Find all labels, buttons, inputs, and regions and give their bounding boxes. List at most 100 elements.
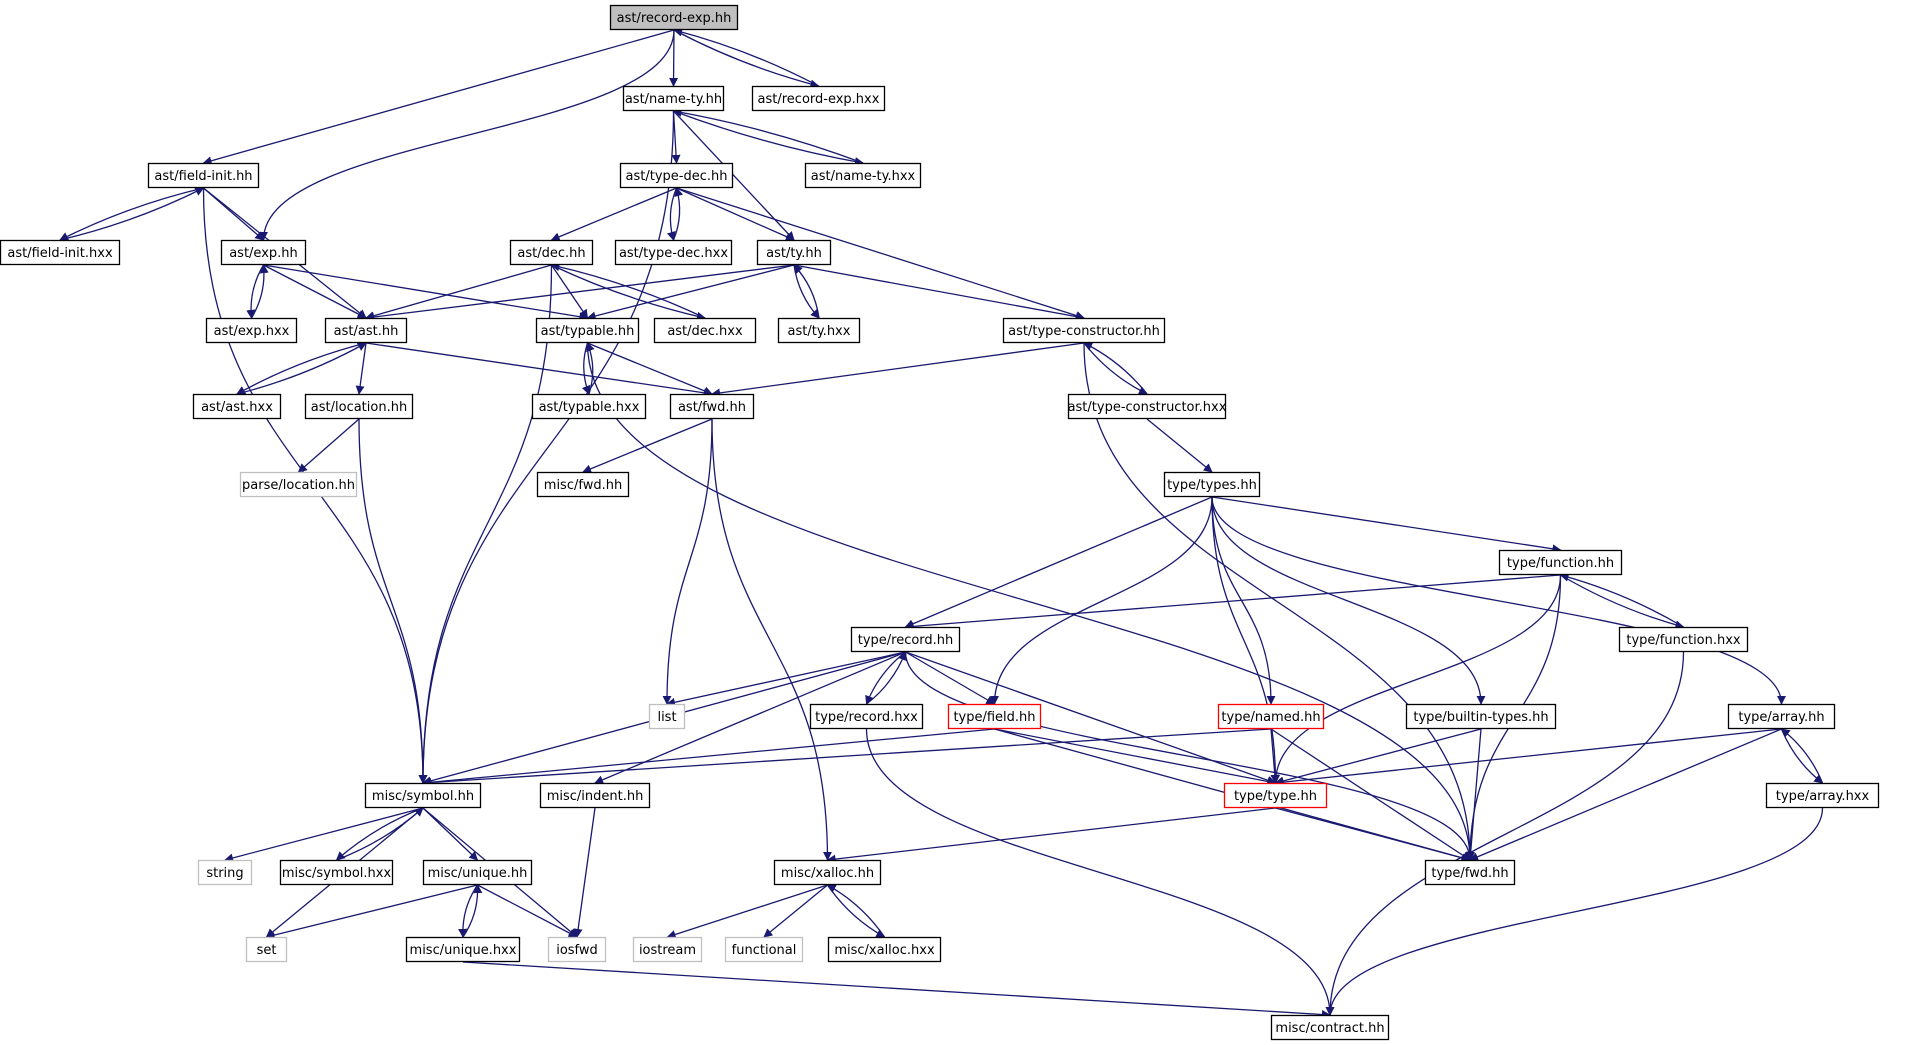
node-box xyxy=(1002,317,1166,344)
node-builtin_types_hh[interactable]: type/builtin-types.hh xyxy=(1405,703,1557,730)
node-record_hh[interactable]: type/record.hh xyxy=(850,626,961,653)
node-typable_hh[interactable]: ast/typable.hh xyxy=(535,317,640,344)
edge-record_hxx-to-record_hh xyxy=(866,651,907,705)
edge-dec_hh-to-symbol_hh xyxy=(418,264,553,784)
node-contract_hh[interactable]: misc/contract.hh xyxy=(1270,1014,1390,1041)
node-box xyxy=(1223,782,1328,809)
edge-unique_hxx-to-unique_hh xyxy=(462,884,483,938)
node-type_constructor_hxx[interactable]: ast/type-constructor.hxx xyxy=(1068,393,1227,420)
edge-named_hh-to-symbol_hh xyxy=(422,728,1272,787)
edge-builtin_types_hh-to-type_hh xyxy=(1274,728,1482,786)
node-symbol_hxx[interactable]: misc/symbol.hxx xyxy=(279,859,394,886)
node-symbol_hh[interactable]: misc/symbol.hh xyxy=(364,782,482,809)
node-record_hxx[interactable]: type/record.hxx xyxy=(809,703,924,730)
node-ast_hxx[interactable]: ast/ast.hxx xyxy=(192,393,282,420)
node-box xyxy=(536,471,630,498)
node-array_hh[interactable]: type/array.hh xyxy=(1727,703,1836,730)
node-type_dec_hh[interactable]: ast/type-dec.hh xyxy=(619,162,734,189)
node-box xyxy=(324,317,408,344)
node-name_ty_hxx[interactable]: ast/name-ty.hxx xyxy=(804,162,922,189)
edge-record_exp_hh-to-field_init_hh xyxy=(202,29,675,166)
node-unique_hxx[interactable]: misc/unique.hxx xyxy=(405,936,521,963)
node-box xyxy=(804,162,922,189)
node-types_hh[interactable]: type/types.hh xyxy=(1163,471,1261,498)
edge-type_constructor_hh-to-type_constructor_hxx xyxy=(1083,342,1148,395)
node-indent_hh[interactable]: misc/indent.hh xyxy=(539,782,651,809)
node-label: misc/contract.hh xyxy=(1275,1021,1384,1036)
node-parse_location_hh[interactable]: parse/location.hh xyxy=(239,471,358,498)
node-ty_hxx[interactable]: ast/ty.hxx xyxy=(777,317,861,344)
node-fwd_hh[interactable]: ast/fwd.hh xyxy=(669,393,755,420)
edge-exp_hxx-to-exp_hh xyxy=(250,264,269,319)
node-iostream[interactable]: iostream xyxy=(632,936,703,963)
node-typable_hxx[interactable]: ast/typable.hxx xyxy=(531,393,647,420)
node-array_hxx[interactable]: type/array.hxx xyxy=(1765,782,1880,809)
node-box xyxy=(1618,626,1749,653)
node-label: ast/record-exp.hxx xyxy=(758,92,880,107)
edge-typable_hh-to-type_fwd_hh xyxy=(586,342,1475,861)
edge-unique_hxx-to-contract_hh xyxy=(462,961,1331,1019)
node-record_exp_hh[interactable]: ast/record-exp.hh xyxy=(609,4,739,31)
edge-record_exp_hh-to-exp_hh xyxy=(259,29,675,241)
edge-array_hh-to-array_hxx xyxy=(1780,728,1824,784)
edge-record_exp_hh-to-record_exp_hxx xyxy=(673,29,820,89)
node-function_hxx[interactable]: type/function.hxx xyxy=(1618,626,1749,653)
node-box xyxy=(245,936,288,963)
node-box xyxy=(220,239,307,266)
node-dec_hxx[interactable]: ast/dec.hxx xyxy=(653,317,757,344)
node-box xyxy=(669,393,755,420)
node-iosfwd[interactable]: iosfwd xyxy=(547,936,607,963)
node-type_fwd_hh[interactable]: type/fwd.hh xyxy=(1424,859,1516,886)
node-label: type/type.hh xyxy=(1234,789,1317,804)
node-function_hh[interactable]: type/function.hh xyxy=(1498,549,1623,576)
edge-type_hh-to-xalloc_hh xyxy=(826,807,1276,864)
node-ast_hh[interactable]: ast/ast.hh xyxy=(324,317,408,344)
node-box xyxy=(751,85,886,112)
node-ty_hh[interactable]: ast/ty.hh xyxy=(756,239,832,266)
node-field_init_hxx[interactable]: ast/field-init.hxx xyxy=(0,239,121,266)
node-misc_fwd_hh[interactable]: misc/fwd.hh xyxy=(536,471,630,498)
edge-record_hh-to-field_hh xyxy=(905,651,996,705)
node-field_hh[interactable]: type/field.hh xyxy=(947,703,1042,730)
node-box xyxy=(304,393,414,420)
edge-indent_hh-to-iosfwd xyxy=(573,807,596,938)
edge-name_ty_hxx-to-name_ty_hh xyxy=(672,107,864,164)
node-type_dec_hxx[interactable]: ast/type-dec.hxx xyxy=(614,239,733,266)
edge-type_hh-to-type_fwd_hh xyxy=(1275,807,1471,863)
edge-array_hxx-to-array_hh xyxy=(1780,728,1824,784)
node-named_hh[interactable]: type/named.hh xyxy=(1217,703,1325,730)
node-xalloc_hxx[interactable]: misc/xalloc.hxx xyxy=(827,936,942,963)
node-functional[interactable]: functional xyxy=(724,936,804,963)
node-box xyxy=(827,936,942,963)
edge-array_hh-to-type_hh xyxy=(1274,728,1782,787)
node-label: misc/unique.hh xyxy=(428,866,528,881)
node-label: type/builtin-types.hh xyxy=(1413,710,1548,725)
node-exp_hh[interactable]: ast/exp.hh xyxy=(220,239,307,266)
node-set[interactable]: set xyxy=(245,936,288,963)
node-location_hh[interactable]: ast/location.hh xyxy=(304,393,414,420)
node-box xyxy=(653,317,757,344)
node-box xyxy=(1270,1014,1390,1041)
node-xalloc_hh[interactable]: misc/xalloc.hh xyxy=(773,859,882,886)
edge-name_ty_hh-to-name_ty_hxx xyxy=(673,110,864,167)
node-label: ast/type-constructor.hh xyxy=(1008,324,1160,339)
node-box xyxy=(405,936,521,963)
node-exp_hxx[interactable]: ast/exp.hxx xyxy=(205,317,298,344)
node-unique_hh[interactable]: misc/unique.hh xyxy=(422,859,533,886)
node-type_constructor_hh[interactable]: ast/type-constructor.hh xyxy=(1002,317,1166,344)
node-string[interactable]: string xyxy=(197,859,253,886)
edge-types_hh-to-array_hh xyxy=(1211,496,1786,705)
node-box xyxy=(756,239,832,266)
node-record_exp_hxx[interactable]: ast/record-exp.hxx xyxy=(751,85,886,112)
edge-named_hh-to-type_hh xyxy=(1270,728,1280,784)
node-box xyxy=(809,703,924,730)
edge-unique_hh-to-set xyxy=(265,884,478,940)
edge-ty_hh-to-ast_hh xyxy=(365,264,795,322)
node-list[interactable]: list xyxy=(648,703,686,730)
node-name_ty_hh[interactable]: ast/name-ty.hh xyxy=(622,85,725,112)
node-type_hh[interactable]: type/type.hh xyxy=(1223,782,1328,809)
node-box xyxy=(0,239,121,266)
node-field_init_hh[interactable]: ast/field-init.hh xyxy=(147,162,260,189)
node-dec_hh[interactable]: ast/dec.hh xyxy=(509,239,594,266)
edge-xalloc_hh-to-functional xyxy=(763,884,828,938)
